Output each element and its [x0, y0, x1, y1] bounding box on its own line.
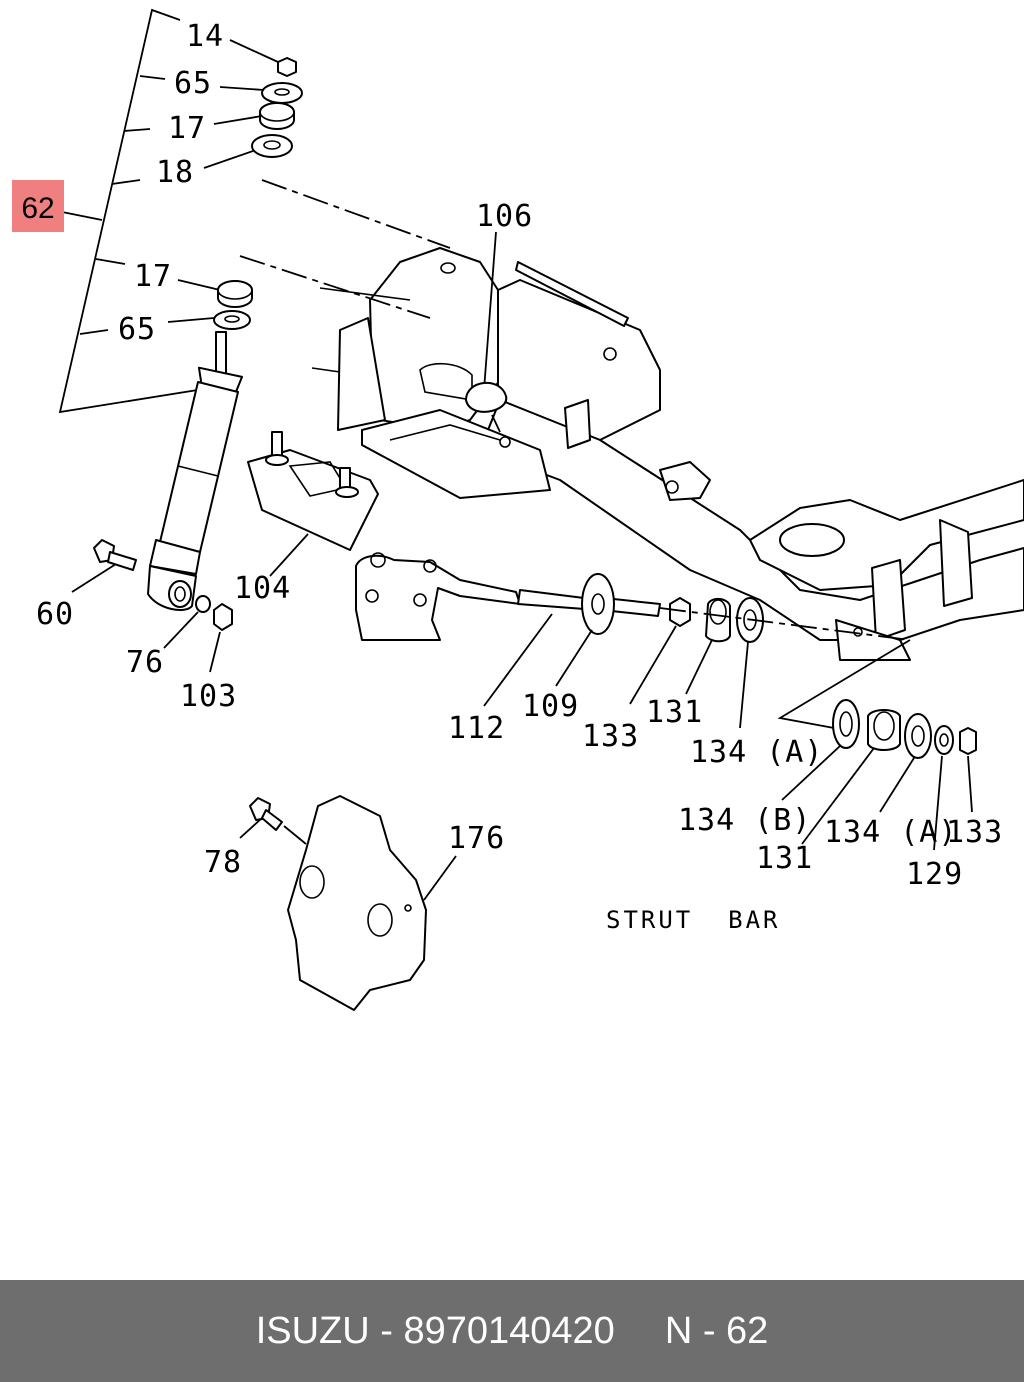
- callout-131-front: 131: [646, 695, 703, 730]
- callout-103: 103: [180, 679, 237, 714]
- strut-fasteners-rear: [777, 639, 977, 851]
- bushing-131b-icon: [867, 709, 901, 751]
- callout-14: 14: [186, 19, 224, 54]
- callout-17-upper: 17: [168, 111, 206, 146]
- bump-stopper-106: [465, 231, 511, 448]
- strut-fasteners-front: [555, 573, 911, 729]
- diagram-caption: STRUT BAR: [606, 906, 781, 934]
- callout-78: 78: [204, 845, 242, 880]
- footer-bar: ISUZU - 8970140420 N - 62: [0, 1280, 1024, 1382]
- washer-76-icon: [195, 595, 211, 613]
- highlight-62-box: [12, 180, 64, 232]
- footer-ref: N - 62: [664, 1309, 769, 1352]
- callout-60: 60: [36, 597, 74, 632]
- washer-65b-icon: [213, 310, 251, 330]
- callout-133-front: 133: [582, 719, 639, 754]
- callout-106: 106: [476, 199, 533, 234]
- washer-18-icon: [251, 134, 293, 158]
- bushing-131-icon: [705, 598, 731, 643]
- callout-131-rear: 131: [756, 841, 813, 876]
- callout-133-rear: 133: [946, 815, 1003, 850]
- shock-fasteners: [71, 539, 233, 673]
- callout-62: 62: [21, 192, 54, 225]
- footer-separator: -: [369, 1309, 404, 1352]
- callout-134a-front: 134 (A): [690, 735, 823, 770]
- rubber-17b-icon: [217, 280, 253, 308]
- callout-109: 109: [522, 689, 579, 724]
- callout-134a-rear: 134 (A): [824, 815, 957, 850]
- nut-133b-icon: [959, 727, 977, 755]
- washer-134c-icon: [904, 713, 932, 759]
- parts-diagram: 62 14 65 17 18 17 65 106 104 60 76 103 1…: [12, 8, 1024, 1011]
- washer-65-icon: [261, 82, 303, 104]
- shield-176-icon: [287, 795, 427, 1011]
- callout-104: 104: [234, 571, 291, 606]
- shield-176-assembly: [239, 795, 457, 1011]
- callout-129: 129: [906, 857, 963, 892]
- footer-part-number: 8970140420: [403, 1309, 615, 1352]
- lower-mount-stack: [167, 279, 253, 330]
- nut-133-icon: [669, 597, 691, 627]
- shock-absorber-icon: [147, 331, 244, 611]
- callout-65-upper: 65: [174, 66, 212, 101]
- callout-76: 76: [126, 645, 164, 680]
- frame-assembly: [239, 247, 1024, 661]
- nut-14-icon: [277, 57, 297, 77]
- callout-176: 176: [448, 821, 505, 856]
- strut-bar-112-icon: [355, 552, 661, 707]
- callout-134b: 134 (B): [678, 803, 811, 838]
- callout-65-lower: 65: [118, 312, 156, 347]
- nut-103-icon: [213, 603, 233, 631]
- group-bracket-62: [58, 8, 211, 414]
- washer-109-icon: [581, 573, 615, 635]
- callout-18: 18: [156, 155, 194, 190]
- rubber-17-icon: [259, 102, 295, 130]
- washer-134b-icon: [832, 699, 860, 749]
- callout-112: 112: [448, 711, 505, 746]
- bracket-104-icon: [247, 431, 379, 577]
- upper-mount-stack: [203, 39, 451, 249]
- washer-129-icon: [934, 725, 954, 755]
- callout-17-lower: 17: [134, 259, 172, 294]
- footer-brand: ISUZU: [255, 1309, 370, 1352]
